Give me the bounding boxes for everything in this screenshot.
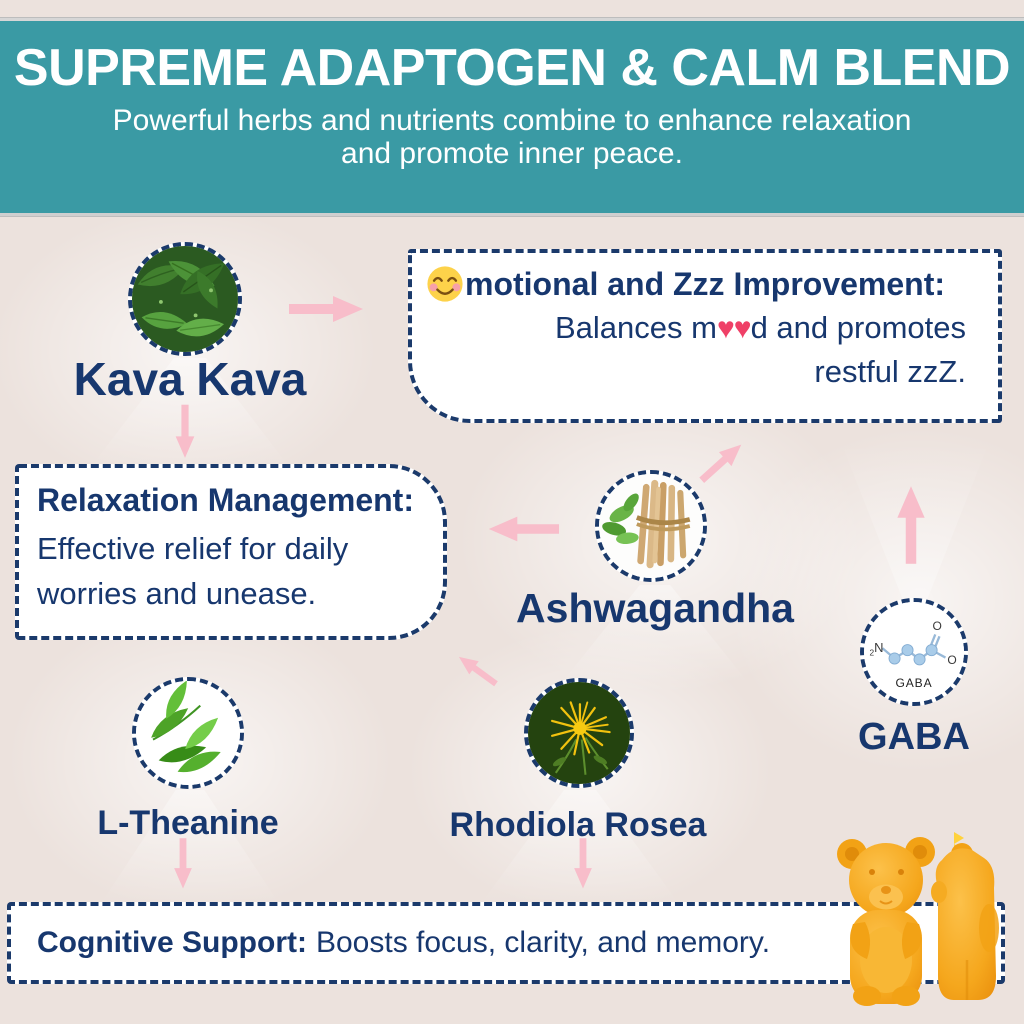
relaxation-heading: Relaxation Management: [37, 482, 414, 518]
gaba-circle: 2 N O O GABA [860, 598, 968, 706]
emotional-heading: motional and Zzz Improvement: [465, 265, 946, 302]
subtitle-line-1: Powerful herbs and nutrients combine to … [112, 104, 912, 137]
ltheanine-label: L-Theanine [97, 804, 279, 842]
heart-icons: ♥♥ [716, 312, 752, 345]
green-tea-leaves-image [136, 681, 240, 785]
arrow-rhodiola-to-cognitive [573, 838, 593, 890]
kava-circle [128, 242, 242, 356]
arrow-gaba-to-emotional [895, 484, 927, 564]
emotional-line2-suffix: d and promotes [750, 310, 966, 345]
ashwagandha-circle [595, 470, 707, 582]
emotional-benefit-box: motional and Zzz Improvement: Balances m… [408, 249, 1002, 423]
rhodiola-circle [524, 678, 634, 788]
arrow-kava-to-relaxation [174, 404, 196, 460]
emotional-line2-prefix: Balances m [554, 310, 717, 345]
page-title: SUPREME ADAPTOGEN & CALM BLEND [13, 39, 1011, 97]
rhodiola-label: Rhodiola Rosea [449, 806, 707, 844]
smiling-face-icon [427, 266, 463, 302]
arrow-ashwagandha-to-emotional [694, 436, 749, 489]
cognitive-heading: Cognitive Support: [37, 926, 307, 959]
arrow-ltheanine-to-cognitive [173, 838, 193, 890]
svg-text:O: O [947, 653, 956, 667]
ltheanine-circle [132, 677, 244, 789]
cognitive-body: Boosts focus, clarity, and memory. [315, 926, 771, 959]
arrow-rhodiola-to-relaxation [452, 649, 501, 692]
gummy-bears-image [826, 824, 1010, 1008]
kava-label: Kava Kava [73, 353, 307, 405]
relaxation-benefit-box: Relaxation Management: Effective relief … [15, 464, 447, 640]
relaxation-line1: Effective relief for daily [37, 531, 349, 566]
ashwagandha-roots-image [599, 474, 703, 578]
gaba-label: GABA [858, 716, 970, 758]
emotional-body-line: Balances m♥♥d and promotes [426, 310, 982, 346]
kava-leaves-image [132, 246, 238, 352]
subtitle-line-2: and promote inner peace. [341, 137, 683, 170]
ashwagandha-label: Ashwagandha [516, 585, 794, 631]
emotional-line3: restful zzZ. [814, 354, 966, 389]
gaba-molecule-caption: GABA [895, 676, 932, 690]
emotional-heading-row: motional and Zzz Improvement: [426, 265, 982, 303]
gaba-molecule-icon: 2 N O O GABA [864, 602, 964, 702]
arrow-kava-to-emotional [289, 294, 365, 324]
rhodiola-flower-image [528, 682, 630, 784]
svg-text:O: O [933, 619, 942, 633]
relaxation-line2: worries and unease. [37, 575, 317, 611]
arrow-ashwagandha-to-relaxation [487, 515, 560, 544]
svg-text:N: N [874, 640, 883, 655]
header-banner: SUPREME ADAPTOGEN & CALM BLEND Powerful … [0, 18, 1024, 216]
